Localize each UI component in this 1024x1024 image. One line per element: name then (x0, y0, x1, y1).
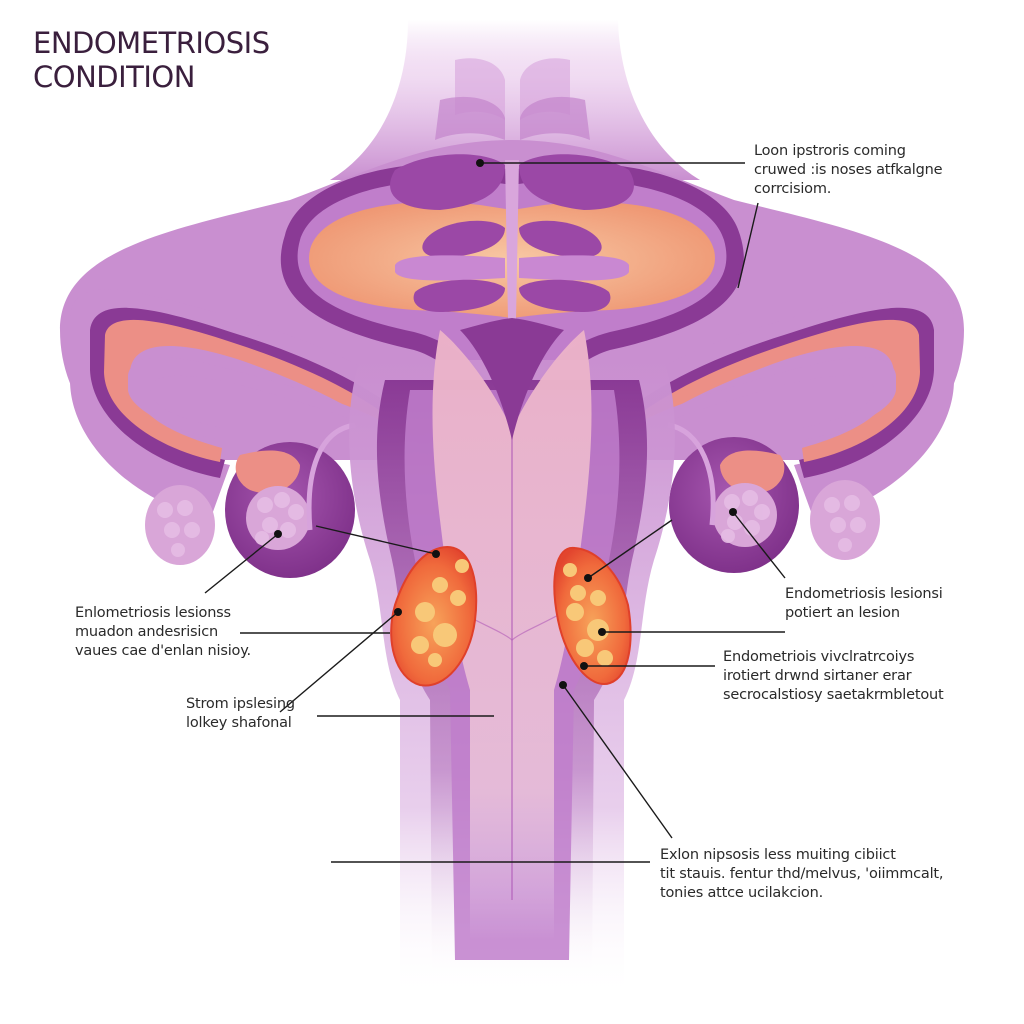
title-line-2: CONDITION (33, 60, 195, 94)
label-line: cruwed :is noses atfkalgne (754, 162, 943, 178)
label-top-right: Loon ipstroris coming cruwed :is noses a… (754, 142, 943, 199)
label-line: Endometriosis lesionsi (785, 586, 943, 602)
uterine-body-cervix (349, 318, 675, 1000)
label-line: tonies attce ucilakcion. (660, 885, 823, 901)
label-right-ovary-lesion: Endometriosis lesionsi potiert an lesion (785, 585, 943, 623)
label-line: Strom ipslesing (186, 696, 295, 712)
label-line: tit stauis. fentur thd/melvus, 'oiimmcal… (660, 866, 944, 882)
label-line: potiert an lesion (785, 605, 900, 621)
leader-lines (204, 162, 786, 863)
label-line: muadon andesrisicn (75, 624, 218, 640)
label-left-stroma: Strom ipslesing lolkey shafonal (186, 695, 295, 733)
left-ovary (145, 422, 356, 578)
label-line: vaues cae d'enlan nisioy. (75, 643, 251, 659)
uterine-fundus (60, 140, 964, 471)
label-line: lolkey shafonal (186, 715, 292, 731)
label-line: secrocalstiosy saetakrmbletout (723, 687, 944, 703)
diagram-title: ENDOMETRIOSIS CONDITION (33, 26, 270, 94)
label-bottom-right: Exlon nipsosis less muiting cibiict tit … (660, 846, 944, 903)
label-line: irotiert drwnd sirtaner erar (723, 668, 912, 684)
label-left-ovary-lesion: Enlometriosis lesionss muadon andesrisic… (75, 604, 251, 661)
label-line: Enlometriosis lesionss (75, 605, 231, 621)
label-line: Exlon nipsosis less muiting cibiict (660, 847, 896, 863)
upper-vessel-structure (330, 20, 700, 180)
label-line: corrcisiom. (754, 181, 832, 197)
right-ovary (667, 422, 880, 573)
label-right-uterine-lesion: Endometriois vivclratrcoiys irotiert drw… (723, 648, 944, 705)
left-uterine-lesion (390, 545, 478, 687)
leader-dots (274, 159, 737, 689)
label-line: Loon ipstroris coming (754, 143, 906, 159)
label-line: Endometriois vivclratrcoiys (723, 649, 915, 665)
title-line-1: ENDOMETRIOSIS (33, 26, 270, 60)
